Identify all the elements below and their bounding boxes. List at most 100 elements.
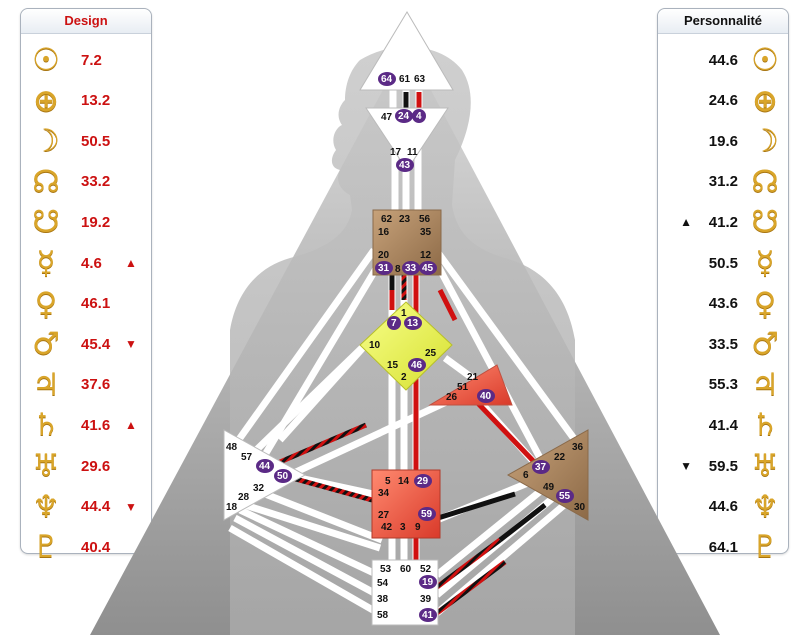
gate-35: 35 [420, 227, 432, 238]
saturn-icon: ♄ [32, 407, 60, 444]
planet-value: 55.3 [708, 376, 738, 394]
svg-text:29: 29 [417, 476, 429, 487]
svg-text:50: 50 [277, 471, 289, 482]
svg-text:44: 44 [259, 461, 271, 472]
gate-8: 8 [395, 264, 401, 275]
arrow-up-icon: ▲ [125, 418, 137, 433]
gate-31-badge: 31 [375, 261, 393, 275]
planet-row-venus: ♀46.1 [29, 285, 137, 323]
jupiter-icon: ♃ [32, 366, 60, 403]
personnalite-title: Personnalité [658, 9, 788, 34]
gate-36: 36 [572, 442, 584, 453]
planet-value: 40.4 [81, 538, 111, 556]
planet-value: 50.5 [708, 254, 738, 272]
gate-53: 53 [380, 564, 392, 575]
moon-icon: ☽ [751, 123, 779, 160]
planet-row-uranus: ♅29.6 [29, 447, 137, 485]
gate-26: 26 [446, 392, 458, 403]
planet-row-earth: 24.6⊕ [680, 82, 782, 120]
gate-52: 52 [420, 564, 432, 575]
planet-row-neptune: 44.6 ♆ [680, 488, 782, 526]
svg-text:37: 37 [535, 462, 547, 473]
planet-row-moon: ☽ 50.5 [29, 122, 137, 160]
gate-50-badge: 50 [274, 469, 292, 483]
gate-34: 34 [378, 488, 390, 499]
gate-42: 42 [381, 522, 393, 533]
gate-43-badge: 43 [396, 158, 414, 172]
arrow-down-icon: ▼ [125, 499, 137, 514]
planet-row-jupiter: 55.3♃ [680, 366, 782, 404]
gate-12: 12 [420, 250, 432, 261]
planet-row-venus: 43.6♀ [680, 285, 782, 323]
gate-32: 32 [253, 483, 265, 494]
planet-value: 50.5 [81, 132, 111, 150]
gate-1: 1 [401, 308, 407, 319]
planet-row-moon: 19.6 ☽ [680, 122, 782, 160]
gate-6: 6 [523, 470, 529, 481]
activated-gates: 64 24 4 43 31 33 45 7 13 46 40 44 50 29 … [256, 72, 574, 622]
planet-value: 19.6 [708, 132, 738, 150]
planet-row-sun: 44.6☉ [680, 41, 782, 79]
planet-row-uranus: ▼ 59.5 ♅ [680, 447, 782, 485]
planet-row-sun: ☉7.2 [29, 41, 137, 79]
gate-3: 3 [400, 522, 406, 533]
svg-text:41: 41 [422, 610, 434, 621]
neptune-icon: ♆ [751, 488, 779, 525]
planet-row-neptune: ♆44.4▼ [29, 488, 137, 526]
arrow-down-icon: ▼ [680, 459, 692, 473]
planet-value: 45.4 [81, 335, 111, 353]
planet-row-saturn: 41.4♄ [680, 406, 782, 444]
planet-row-north-node: ☊ 33.2 [29, 163, 137, 201]
gate-58: 58 [377, 610, 389, 621]
mercury-icon: ☿ [755, 245, 775, 281]
uranus-icon: ♅ [751, 448, 779, 484]
gate-55-badge: 55 [556, 489, 574, 503]
gate-20: 20 [378, 250, 390, 261]
gate-10: 10 [369, 340, 381, 351]
gate-62: 62 [381, 214, 393, 225]
planet-value: 33.2 [81, 173, 111, 191]
gate-25: 25 [425, 348, 437, 359]
gate-17: 17 [390, 147, 402, 158]
planet-value: 13.2 [81, 92, 111, 110]
personnalite-panel: Personnalité 44.6☉24.6⊕19.6☽31.2☊▲41.2☋5… [657, 8, 789, 565]
gate-11: 11 [407, 147, 418, 158]
south-node-icon: ☋ [751, 204, 779, 241]
sun-icon: ☉ [32, 42, 60, 78]
svg-text:46: 46 [411, 360, 423, 371]
gate-33-badge: 33 [402, 261, 420, 275]
svg-text:45: 45 [422, 263, 434, 274]
gate-40-badge: 40 [477, 389, 495, 403]
gate-15: 15 [387, 360, 399, 371]
planet-row-mercury: 50.5 ☿ [680, 244, 782, 282]
moon-icon: ☽ [32, 123, 60, 160]
gate-60: 60 [400, 564, 412, 575]
gate-4-badge: 4 [412, 109, 426, 123]
planet-value: 29.6 [81, 457, 111, 475]
planet-value: 44.6 [708, 498, 738, 516]
planet-value: 64.1 [708, 538, 738, 556]
arrow-up-icon: ▲ [680, 215, 692, 230]
planet-value: 59.5 [708, 457, 738, 475]
planet-value: 19.2 [81, 213, 111, 231]
planet-row-earth: ⊕13.2 [29, 82, 137, 120]
gate-30: 30 [574, 502, 586, 513]
north-node-icon: ☊ [32, 163, 60, 200]
svg-text:19: 19 [422, 577, 434, 588]
gate-64-badge: 64 [378, 72, 396, 86]
gate-54: 54 [377, 578, 389, 589]
gate-63: 63 [414, 74, 426, 85]
gate-16: 16 [378, 227, 390, 238]
north-node-icon: ☊ [751, 163, 779, 200]
svg-text:7: 7 [391, 318, 397, 329]
svg-text:4: 4 [416, 111, 422, 122]
planet-row-south-node: ▲ 41.2 ☋ [680, 203, 782, 241]
planet-value: 41.2 [708, 213, 738, 231]
gate-38: 38 [377, 594, 389, 605]
neptune-icon: ♆ [32, 488, 60, 525]
gate-46-badge: 46 [408, 358, 426, 372]
gate-14: 14 [398, 476, 410, 487]
planet-row-mercury: ☿4.6▲ [29, 244, 137, 282]
planet-row-mars: ♂45.4▼ [29, 325, 137, 363]
g-center [359, 301, 453, 391]
